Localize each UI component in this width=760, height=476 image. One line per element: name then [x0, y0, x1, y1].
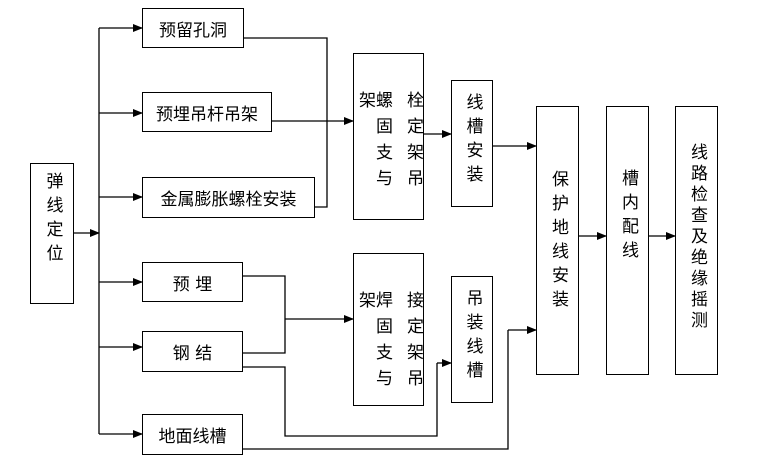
trunk-install-label: 线槽安装: [462, 93, 483, 189]
start-label: 弹线定位: [42, 172, 63, 268]
wiring-label: 槽内配线: [618, 169, 638, 265]
line-test-label: 线路检查及绝缘摇测: [687, 143, 707, 332]
ground-wire-label: 保护地线安装: [548, 170, 568, 314]
prep-label-reserved-holes: 预留孔洞: [159, 20, 227, 41]
fix-bolt-col-left: 螺固支与架: [355, 91, 392, 195]
prep-box-embedded-hangers: 预埋吊杆吊架: [142, 92, 272, 132]
fix-box-weld-support: 焊固支与架 接定架吊: [353, 253, 424, 406]
prep-label-steel: 钢 结: [172, 344, 213, 364]
fix-bolt-col-right: 栓定架吊: [403, 91, 423, 195]
prep-box-floor-trunk: 地面线槽: [142, 414, 243, 455]
start-box: 弹线定位: [30, 163, 74, 304]
line-test-box: 线路检查及绝缘摇测: [675, 106, 718, 375]
fix-weld-col-right: 接定架吊: [403, 291, 423, 395]
trunk-install-box: 线槽安装: [451, 80, 493, 207]
prep-box-steel: 钢 结: [142, 331, 243, 372]
ground-wire-box: 保护地线安装: [536, 106, 579, 375]
fix-box-bolt-support: 螺固支与架 栓定架吊: [353, 53, 424, 220]
wiring-box: 槽内配线: [606, 106, 649, 375]
prep-label-expansion-bolts: 金属膨胀螺栓安装: [160, 190, 297, 210]
trunk-hang-box: 吊装线槽: [451, 276, 493, 403]
fix-weld-col-left: 焊固支与架: [355, 291, 392, 395]
prep-box-reserved-holes: 预留孔洞: [142, 8, 244, 48]
prep-box-expansion-bolts: 金属膨胀螺栓安装: [142, 177, 315, 218]
prep-label-floor-trunk: 地面线槽: [158, 427, 227, 447]
prep-label-embed: 预 埋: [172, 274, 213, 295]
prep-box-embed: 预 埋: [142, 262, 243, 302]
trunk-hang-label: 吊装线槽: [462, 289, 483, 385]
prep-label-embedded-hangers: 预埋吊杆吊架: [156, 104, 258, 125]
